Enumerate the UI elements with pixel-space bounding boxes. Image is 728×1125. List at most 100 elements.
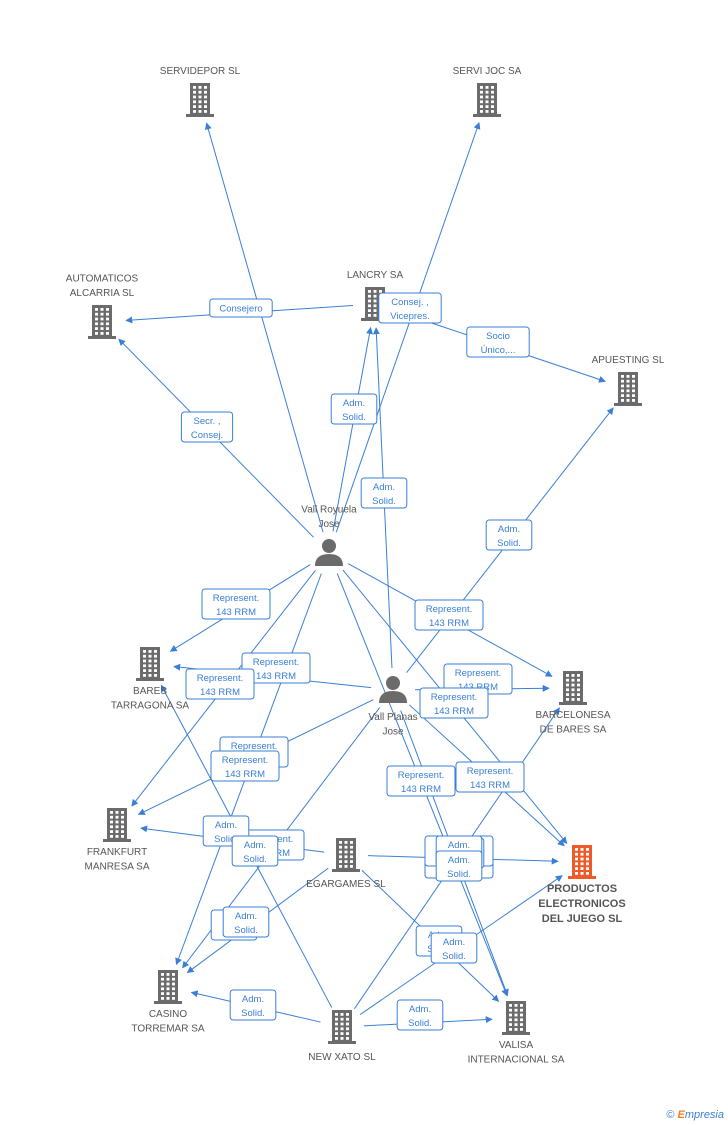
edge-label-text: Solid. [447, 869, 471, 880]
node-label: APUESTING SL [592, 355, 665, 366]
node-newxato[interactable]: NEW XATO SL [308, 1010, 376, 1063]
node-bares[interactable]: BARES TARRAGONA SA [111, 647, 189, 712]
edge-label-text: Solid. [342, 412, 366, 423]
edge-label: Adm. Solid. [229, 989, 277, 1021]
nodes-layer: SERVIDEPOR SL SERVI JOC SA AUTOMATICOSALCA… [66, 66, 665, 1066]
building-icon [103, 808, 131, 842]
edge-label: Represent.143 RRM [455, 761, 525, 793]
edge-label-text: Represent. [426, 604, 472, 615]
edge-label-text: Represent. [253, 657, 299, 668]
node-label: SERVIDEPOR SL [160, 66, 241, 77]
edge-label-text: Solid. [241, 1008, 265, 1019]
person-icon [379, 676, 407, 703]
edge-label: Adm. Solid. [435, 850, 483, 882]
edge-label-text: Represent. [222, 755, 268, 766]
building-icon [502, 1001, 530, 1035]
node-servidepor[interactable]: SERVIDEPOR SL [160, 66, 241, 117]
node-label: Vall Royuela [301, 505, 357, 516]
edge-label: Adm.Solid. [231, 835, 279, 867]
node-valisa[interactable]: VALISA INTERNACIONAL SA [468, 1001, 565, 1066]
edge-label-text: Solid. [214, 834, 238, 845]
node-label: TARRAGONA SA [111, 701, 189, 712]
edge-label: Represent.143 RRM [185, 668, 255, 700]
edge-label-text: Adm. [448, 855, 470, 866]
edge-label: Consej. , Vicepres. [378, 292, 442, 324]
person-icon [315, 539, 343, 566]
edge-label-text: Represent. [467, 766, 513, 777]
node-label: Jose [382, 727, 404, 738]
building-icon [473, 83, 501, 117]
building-icon [559, 671, 587, 705]
node-apuesting[interactable]: APUESTING SL [592, 355, 665, 406]
node-servijoc[interactable]: SERVI JOC SA [453, 66, 522, 117]
edge-label-text: Adm. [409, 1004, 431, 1015]
edge-label-text: Adm. [343, 398, 365, 409]
edge-label: Adm. Solid. [222, 906, 270, 938]
edge-royuela-to-servijoc [335, 122, 481, 533]
edge-label-text: Adm. [443, 937, 465, 948]
edge-label-text: 143 RRM [200, 687, 240, 698]
edge-label-text: Adm. [498, 524, 520, 535]
edge-label-text: Consej. , [391, 297, 429, 308]
edge-label-text: 143 RRM [401, 784, 441, 795]
edge-label-text: Secr. , [194, 416, 221, 427]
edge-label-text: Represent. [398, 770, 444, 781]
node-label: LANCRY SA [347, 270, 404, 281]
node-label: PRODUCTOS [547, 883, 617, 895]
node-egargames[interactable]: EGARGAMES SL [306, 838, 386, 890]
edge-label-text: Solid. [442, 951, 466, 962]
edge-label-text: 143 RRM [216, 607, 256, 618]
edge-label-text: 143 RRM [256, 671, 296, 682]
edge-royuela-to-lancry [332, 326, 373, 532]
building-icon [154, 970, 182, 1004]
building-icon [332, 838, 360, 872]
edge-label-text: Único,... [481, 345, 516, 356]
edge-label-text: Solid. [408, 1018, 432, 1029]
brand-footer: © Empresia [666, 1109, 724, 1121]
edge-label: Represent. 143 RRM [201, 588, 271, 620]
edge-label-text: Adm. [244, 840, 266, 851]
edge-label-text: Adm. [448, 840, 470, 851]
brand-name: mpresia [684, 1109, 724, 1121]
node-label: BARCELONESA [535, 710, 610, 721]
edge-label: Secr. ,Consej. [180, 411, 234, 443]
edge-label: Represent. 143 RRM [241, 652, 311, 684]
edge-label: Adm.Solid. [360, 477, 408, 509]
edge-label: Represent. 143 RRM [386, 765, 456, 797]
building-icon [614, 372, 642, 406]
edge-label-text: Consejero [219, 304, 262, 315]
edge-label: Represent.143 RRM [414, 599, 484, 631]
edge-label: Adm. Solid. [330, 393, 378, 425]
node-label: BARES [133, 686, 167, 697]
edge-label-text: Solid. [234, 925, 258, 936]
node-label: Jose [318, 519, 340, 530]
edge-label: Adm. Solid. [430, 932, 478, 964]
edges-layer [118, 122, 614, 1027]
node-label: CASINO [149, 1009, 188, 1020]
node-label: VALISA [499, 1040, 534, 1051]
edge-label-text: Vicepres. [390, 311, 429, 322]
node-label: FRANKFURT [87, 847, 147, 858]
edge-label-text: Represent. [231, 741, 277, 752]
node-label: INTERNACIONAL SA [468, 1055, 565, 1066]
building-icon [136, 647, 164, 681]
edge-royuela-to-servidepor [204, 122, 324, 532]
building-icon [186, 83, 214, 117]
edge-label-text: Adm. [242, 994, 264, 1005]
brand-initial: E [677, 1109, 685, 1121]
building-icon [328, 1010, 356, 1044]
edge-label-text: Represent. [455, 668, 501, 679]
edge-label-text: Adm. [235, 911, 257, 922]
edge-label-text: Solid. [372, 496, 396, 507]
edge-label-text: Represent. [213, 593, 259, 604]
node-label: AUTOMATICOS [66, 274, 139, 285]
edge-label-text: Represent. [431, 692, 477, 703]
